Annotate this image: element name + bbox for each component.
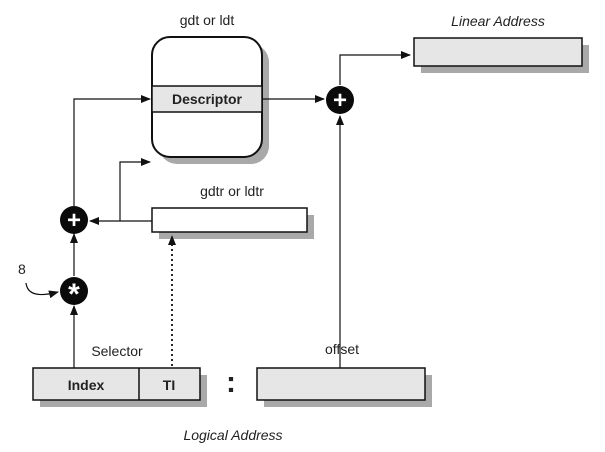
ti-field-label: TI bbox=[163, 377, 175, 393]
descriptor-table-label: gdt or ldt bbox=[180, 12, 235, 28]
add-to-descriptor-arrow bbox=[73, 95, 151, 206]
gdtr-register-label: gdtr or ldtr bbox=[200, 183, 264, 199]
linear-add-operator: + bbox=[326, 86, 354, 114]
constant-to-multiply-arrow bbox=[25, 282, 59, 299]
descriptor-label: Descriptor bbox=[172, 91, 243, 107]
index-add-operator: + bbox=[60, 206, 88, 234]
add-to-linear-address-arrow bbox=[339, 51, 411, 85]
linear-add-symbol: + bbox=[333, 87, 347, 114]
scale-constant-label: 8 bbox=[18, 261, 26, 277]
logical-address-label: Logical Address bbox=[183, 427, 282, 443]
descriptor-entry bbox=[151, 85, 263, 113]
linear-address-label: Linear Address bbox=[451, 13, 545, 29]
selector-label: Selector bbox=[91, 343, 143, 359]
offset-label: offset bbox=[325, 341, 359, 357]
gdtr-register-box bbox=[151, 207, 314, 239]
index-field-label: Index bbox=[68, 377, 105, 393]
descriptor-table bbox=[151, 36, 269, 164]
multiply-operator: * bbox=[60, 277, 88, 311]
colon-separator: : bbox=[226, 366, 236, 399]
offset-box bbox=[256, 367, 432, 407]
index-add-symbol: + bbox=[67, 207, 81, 234]
multiply-symbol: * bbox=[68, 278, 80, 311]
selector-box bbox=[32, 367, 207, 407]
linear-address-box bbox=[413, 37, 589, 73]
gdtr-to-table-arrow bbox=[119, 158, 151, 221]
